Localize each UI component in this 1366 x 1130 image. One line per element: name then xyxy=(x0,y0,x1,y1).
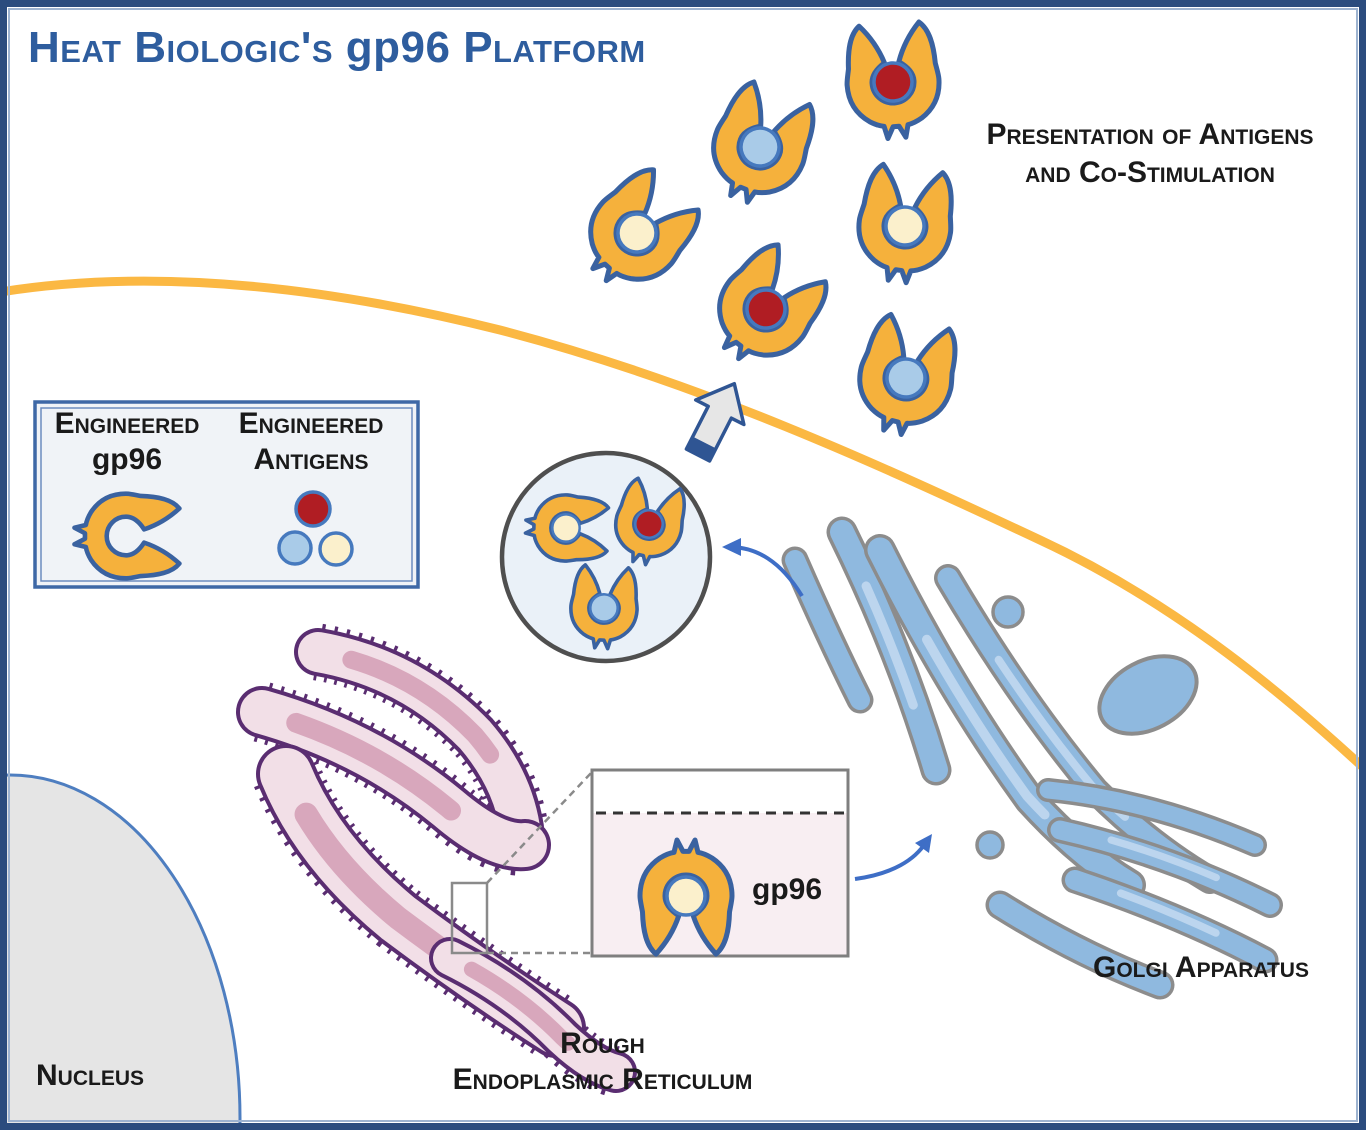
inset-gp96-label: gp96 xyxy=(752,873,823,906)
vesicle-gp96-complex xyxy=(523,493,611,563)
callout-bracket xyxy=(450,881,489,955)
title-suffix: Platform xyxy=(463,23,646,72)
legend-gp96-line2: gp96 xyxy=(91,443,163,476)
inset-to-golgi-arrowhead xyxy=(915,834,932,853)
legend-antigen-red xyxy=(294,490,332,528)
golgi-vesicle-small xyxy=(975,830,1005,860)
legend-antigens-line1: Engineered xyxy=(238,407,384,440)
inset-to-golgi-arrow xyxy=(854,840,928,881)
title-gp96: gp96 xyxy=(345,23,451,72)
gp96-shape xyxy=(569,563,639,651)
golgi-apparatus-shape xyxy=(781,516,1283,1000)
surface-gp96-complex xyxy=(717,242,829,362)
rough-er-shape xyxy=(236,623,637,1097)
golgi-cisterna-highlight xyxy=(941,570,1211,880)
zoom-callout xyxy=(450,771,593,955)
legend-box-inner-line xyxy=(40,407,413,582)
antigen-cream xyxy=(884,205,926,247)
antigen-red xyxy=(634,509,664,539)
golgi-cisterna-highlight xyxy=(872,541,1132,886)
legend-antigens-line2: Antigens xyxy=(253,443,369,476)
antigen-blue xyxy=(589,593,619,623)
vesicle-gp96-complex xyxy=(569,563,639,651)
surface-gp96-complex xyxy=(857,311,958,438)
gp96-shape xyxy=(857,311,958,438)
er-tube-lumen xyxy=(252,702,535,856)
arrows xyxy=(684,381,932,881)
antigen-red xyxy=(872,61,914,103)
golgi-cisterna-highlight xyxy=(834,523,938,771)
legend-antigen-cream xyxy=(318,531,354,567)
inset-gp96-complex xyxy=(637,837,735,957)
presentation-line1: Presentation of Antigens xyxy=(986,118,1314,151)
golgi-to-vesicle-arrowhead xyxy=(722,538,741,556)
legend-gp96-line1: Engineered xyxy=(54,407,200,440)
antigen-red xyxy=(745,288,787,330)
legend-antigen-blue xyxy=(277,530,313,566)
surface-gp96-complex xyxy=(844,19,942,141)
golgi-cisterna xyxy=(989,894,1171,996)
antigen-cream xyxy=(551,513,581,543)
surface-gp96-complex xyxy=(711,79,816,205)
legend-item-gp96: Engineered gp96 xyxy=(36,406,218,478)
antigen-cream xyxy=(616,212,658,254)
golgi-cisterna xyxy=(785,550,870,710)
title-prefix: Heat Biologic's xyxy=(28,23,334,72)
gp96-molecules xyxy=(72,19,958,957)
nucleus-label: Nucleus xyxy=(36,1059,145,1092)
antigen-blue xyxy=(885,357,927,399)
vesicle-gp96-complex xyxy=(613,476,687,567)
gp96-shape xyxy=(523,493,611,563)
rough-er-line2: Endoplasmic Reticulum xyxy=(452,1063,753,1096)
gp96-shape xyxy=(637,837,735,957)
gp96-shape xyxy=(856,161,954,286)
gp96-shape xyxy=(72,491,182,581)
er-tube-lumen xyxy=(442,950,624,1080)
presentation-label: Presentation of Antigens and Co-Stimulat… xyxy=(935,116,1365,192)
rough-er-line1: Rough xyxy=(560,1027,645,1060)
diagram-title: Heat Biologic's gp96 Platform xyxy=(28,22,646,75)
gp96-shape xyxy=(844,19,942,141)
golgi-label: Golgi Apparatus xyxy=(1093,951,1309,984)
surface-gp96-complex xyxy=(856,161,954,286)
golgi-vesicle-small xyxy=(991,595,1025,629)
legend-item-antigens: Engineered Antigens xyxy=(220,406,402,478)
golgi-vesicle-large xyxy=(1097,654,1199,736)
legend-gp96-icon xyxy=(72,491,182,581)
golgi-cisterna-highlight xyxy=(1068,872,1266,960)
secretion-block-arrow xyxy=(684,381,746,463)
cell-membrane-line xyxy=(0,276,1366,775)
surface-gp96-complex xyxy=(588,167,701,284)
antigen-blue xyxy=(739,126,781,168)
er-tube-lumen xyxy=(309,643,529,837)
gp96-shape xyxy=(588,167,701,284)
er-tube-lumen xyxy=(274,762,568,1040)
antigen-cream xyxy=(665,875,707,917)
presentation-line2: and Co-Stimulation xyxy=(1025,156,1275,190)
callout-dash-top xyxy=(486,771,593,884)
golgi-cisterna xyxy=(1039,781,1264,854)
gp96-shape xyxy=(613,476,687,567)
gp96-shape xyxy=(711,79,816,205)
rough-er-label: Rough Endoplasmic Reticulum xyxy=(395,1026,810,1098)
golgi-cisterna-highlight xyxy=(1053,822,1271,905)
inset-box-border xyxy=(590,768,850,958)
gp96-shape xyxy=(717,242,829,362)
